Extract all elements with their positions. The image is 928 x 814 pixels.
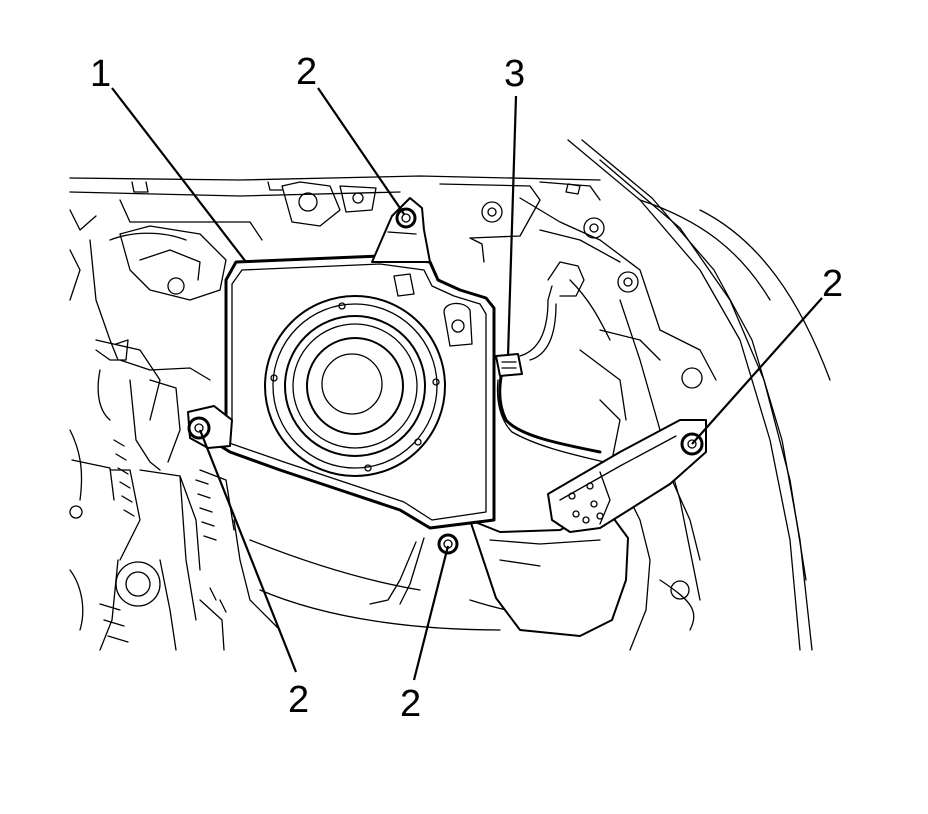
callout-3: 3 [504,53,525,95]
fastener-bottom [437,533,459,555]
fastener-top [395,207,417,229]
fastener-left [187,416,211,440]
support-bracket [547,419,707,533]
leader-2-top [317,87,405,215]
speaker-driver [264,295,446,477]
callout-1: 1 [90,53,111,95]
callout-2-bottom: 2 [400,683,421,725]
callout-2-left: 2 [288,679,309,721]
electrical-connector [495,353,523,377]
callout-2-top: 2 [296,51,317,93]
vehicle-body-structure [69,139,831,651]
callout-2-right: 2 [822,263,843,305]
leader-1 [111,87,247,263]
leader-2-bottom [412,545,450,681]
leader-2-right [691,297,823,445]
leader-lines [111,87,823,681]
leader-3 [506,95,518,357]
leader-2-left [198,429,298,673]
wiring-harness [496,261,611,463]
speaker-enclosure [187,197,629,637]
callout-labels: 1 2 3 2 2 2 [90,51,843,725]
